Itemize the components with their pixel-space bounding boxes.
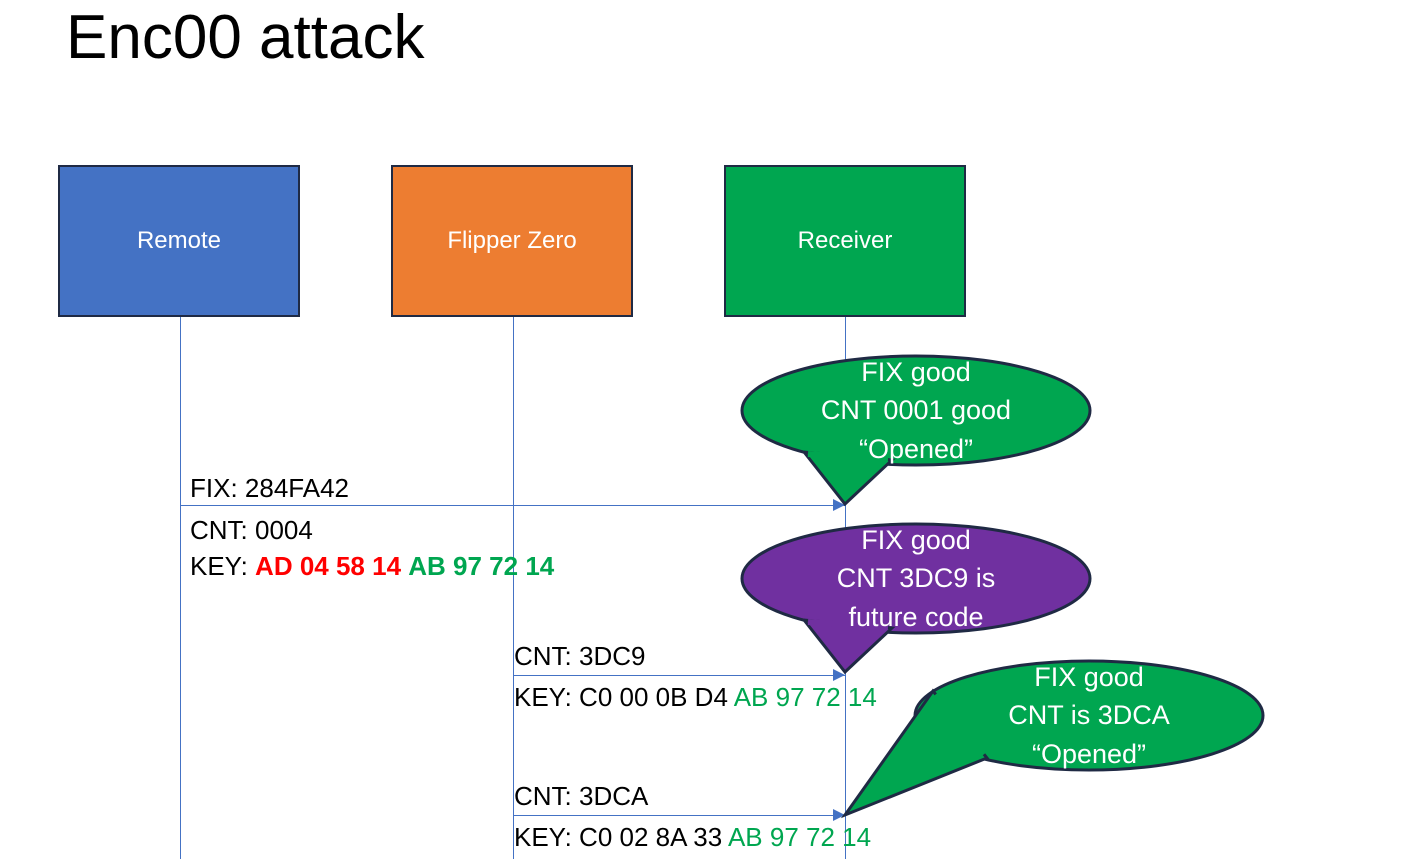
message-1-fix-label: FIX: 284FA42 [190, 473, 349, 503]
actor-box-receiver[interactable]: Receiver [724, 165, 966, 317]
message-2-key-prefix: KEY: C0 00 0B D4 [514, 682, 734, 712]
message-arrowhead-2 [833, 669, 845, 681]
actor-box-flipper-zero[interactable]: Flipper Zero [391, 165, 633, 317]
callout-2-tail-seam [807, 619, 889, 630]
page-title: Enc00 attack [66, 3, 425, 72]
message-arrowhead-3 [833, 809, 845, 821]
callout-3-tail-seam [932, 692, 986, 758]
message-3-key-prefix: KEY: C0 02 8A 33 [514, 822, 728, 852]
actor-box-remote[interactable]: Remote [58, 165, 300, 317]
actor-label-remote: Remote [136, 227, 222, 254]
message-2-cnt-label: CNT: 3DC9 [514, 641, 646, 671]
actor-label-receiver: Receiver [797, 227, 893, 254]
message-1-key-label: KEY: AD 04 58 14 AB 97 72 14 [190, 553, 554, 579]
message-line-1 [181, 505, 845, 506]
lifeline-remote [180, 317, 181, 859]
message-1-key-red: AD 04 58 14 [255, 551, 402, 581]
message-3-key-label: KEY: C0 02 8A 33 AB 97 72 14 [514, 824, 871, 850]
message-line-3 [514, 815, 845, 816]
callout-bubble-1[interactable]: FIX good CNT 0001 good “Opened” [740, 354, 1092, 508]
message-3-key-green: AB 97 72 14 [727, 822, 872, 852]
message-1-cnt-label: CNT: 0004 [190, 515, 313, 545]
message-1-key-prefix: KEY: [190, 551, 256, 581]
callout-bubble-3[interactable]: FIX good CNT is 3DCA “Opened” [840, 659, 1265, 823]
callout-3-ellipse [913, 659, 1265, 772]
message-2-key-label: KEY: C0 00 0B D4 AB 97 72 14 [514, 684, 877, 710]
callout-1-ellipse [740, 354, 1092, 467]
callout-2-ellipse [740, 522, 1092, 635]
message-3-cnt-label: CNT: 3DCA [514, 781, 649, 811]
lifeline-flipper-zero [513, 317, 514, 859]
message-2-key-green: AB 97 72 14 [733, 682, 877, 712]
message-1-key-green: AB 97 72 14 [408, 551, 555, 581]
actor-label-flipper-zero: Flipper Zero [447, 227, 577, 254]
message-line-2 [514, 675, 845, 676]
callout-bubble-2[interactable]: FIX good CNT 3DC9 is future code [740, 522, 1092, 676]
callout-1-tail-seam [807, 451, 889, 462]
